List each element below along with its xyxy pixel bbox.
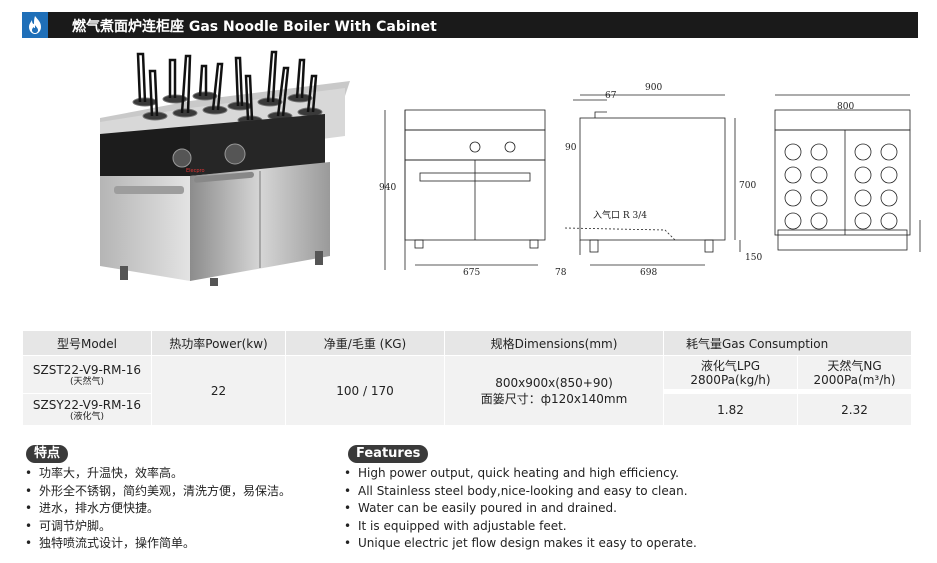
ng-value: 2.32: [797, 393, 912, 426]
fire-icon: [22, 12, 48, 38]
features-cn-list: 功率大，升温快，效率高。 外形全不锈钢，简约美观，清洗方便，易保洁。 进水，排水…: [25, 465, 291, 553]
features-en-title: Features: [348, 445, 429, 463]
list-item: 进水，排水方便快捷。: [25, 500, 291, 518]
title-bar: 燃气煮面炉连柜座 Gas Noodle Boiler With Cabinet: [22, 12, 918, 38]
list-item: It is equipped with adjustable feet.: [344, 518, 697, 536]
list-item: Unique electric jet flow design makes it…: [344, 535, 697, 553]
model-cell-1: SZST22-V9-RM-16(天然气): [22, 355, 152, 394]
list-item: Water can be easily poured in and draine…: [344, 500, 697, 518]
col-model: 型号Model: [22, 330, 152, 356]
col-power: 热功率Power(kw): [151, 330, 286, 356]
list-item: All Stainless steel body,nice-looking an…: [344, 483, 697, 501]
weight-cell: 100 / 170: [285, 355, 445, 426]
dim-150: 150: [745, 253, 762, 263]
dim-940: 940: [379, 183, 396, 193]
dim-78: 78: [555, 268, 567, 278]
list-item: 功率大，升温快，效率高。: [25, 465, 291, 483]
power-cell: 22: [151, 355, 286, 426]
dim-698: 698: [640, 268, 657, 278]
lpg-value: 1.82: [663, 393, 798, 426]
dim-675: 675: [463, 268, 480, 278]
features-en-list: High power output, quick heating and hig…: [344, 465, 697, 553]
technical-drawing: 900 67 90 940 700 675 78 698 150 800 入气口…: [379, 83, 921, 278]
list-item: 独特喷流式设计，操作简单。: [25, 535, 291, 553]
dimensions-cell: 800x900x(850+90)面篓尺寸：ф120x140mm: [444, 355, 664, 426]
spec-table: 型号Model 热功率Power(kw) 净重/毛重 (KG) 规格Dimens…: [22, 330, 912, 426]
dim-90: 90: [565, 143, 577, 153]
gas-inlet-label: 入气口 R 3/4: [593, 209, 647, 221]
list-item: High power output, quick heating and hig…: [344, 465, 697, 483]
dim-67: 67: [605, 91, 617, 101]
page-title: 燃气煮面炉连柜座 Gas Noodle Boiler With Cabinet: [72, 19, 437, 35]
col-dimensions: 规格Dimensions(mm): [444, 330, 664, 356]
dim-700: 700: [739, 181, 756, 191]
svg-text:Elecpro: Elecpro: [186, 168, 205, 174]
col-gas: 耗气量Gas Consumption: [663, 330, 912, 356]
features-cn-title: 特点: [26, 445, 69, 463]
model-cell-2: SZSY22-V9-RM-16(液化气): [22, 393, 152, 426]
col-weight: 净重/毛重 (KG): [285, 330, 445, 356]
list-item: 外形全不锈钢，简约美观，清洗方便，易保洁。: [25, 483, 291, 501]
list-item: 可调节炉脚。: [25, 518, 291, 536]
dim-900: 900: [645, 83, 662, 93]
product-photo: Elecpro: [100, 50, 350, 286]
dim-800: 800: [837, 102, 854, 112]
